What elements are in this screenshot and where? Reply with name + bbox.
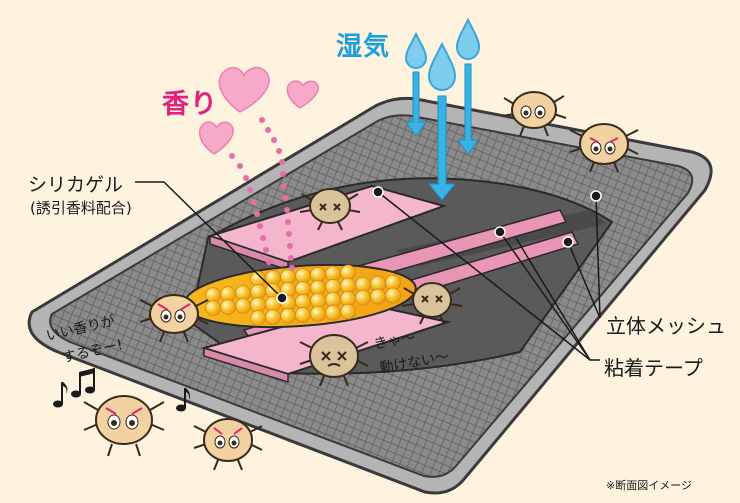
silica-gel-bead bbox=[341, 304, 356, 319]
adhesive-tape-label: 粘着テープ bbox=[604, 352, 703, 381]
heart-icon bbox=[287, 81, 318, 108]
water-drop-icon bbox=[457, 20, 479, 59]
silica-gel-bead bbox=[356, 290, 371, 305]
silica-gel-label: シリカゲル bbox=[28, 170, 123, 197]
silica-gel-bead bbox=[386, 288, 401, 303]
silica-gel-bead bbox=[296, 307, 311, 322]
mesh-label: 立体メッシュ bbox=[606, 310, 726, 339]
water-drop-icon bbox=[429, 44, 455, 90]
heart-icon bbox=[200, 122, 233, 154]
music-note-icon bbox=[53, 382, 67, 408]
silica-gel-bead bbox=[251, 310, 266, 325]
silica-gel-bead bbox=[221, 300, 236, 315]
dust-mite-icon bbox=[84, 396, 164, 456]
fragrance-label: 香り bbox=[162, 82, 218, 121]
silica-gel-bead bbox=[371, 289, 386, 304]
silica-gel-bead bbox=[281, 308, 296, 323]
silica-gel-sublabel: (誘引香料配合) bbox=[30, 197, 132, 218]
silica-gel-bead bbox=[236, 298, 251, 313]
silica-gel-bead bbox=[206, 301, 221, 316]
silica-gel-bead bbox=[326, 305, 341, 320]
silica-gel-bead bbox=[266, 309, 281, 324]
cross-section-note: ※断面図イメージ bbox=[606, 477, 692, 493]
moisture-label: 湿気 bbox=[336, 26, 390, 63]
heart-icon bbox=[219, 68, 269, 112]
music-note-icon bbox=[71, 368, 95, 398]
silica-gel-bead bbox=[311, 306, 326, 321]
water-drop-icon bbox=[406, 34, 426, 68]
